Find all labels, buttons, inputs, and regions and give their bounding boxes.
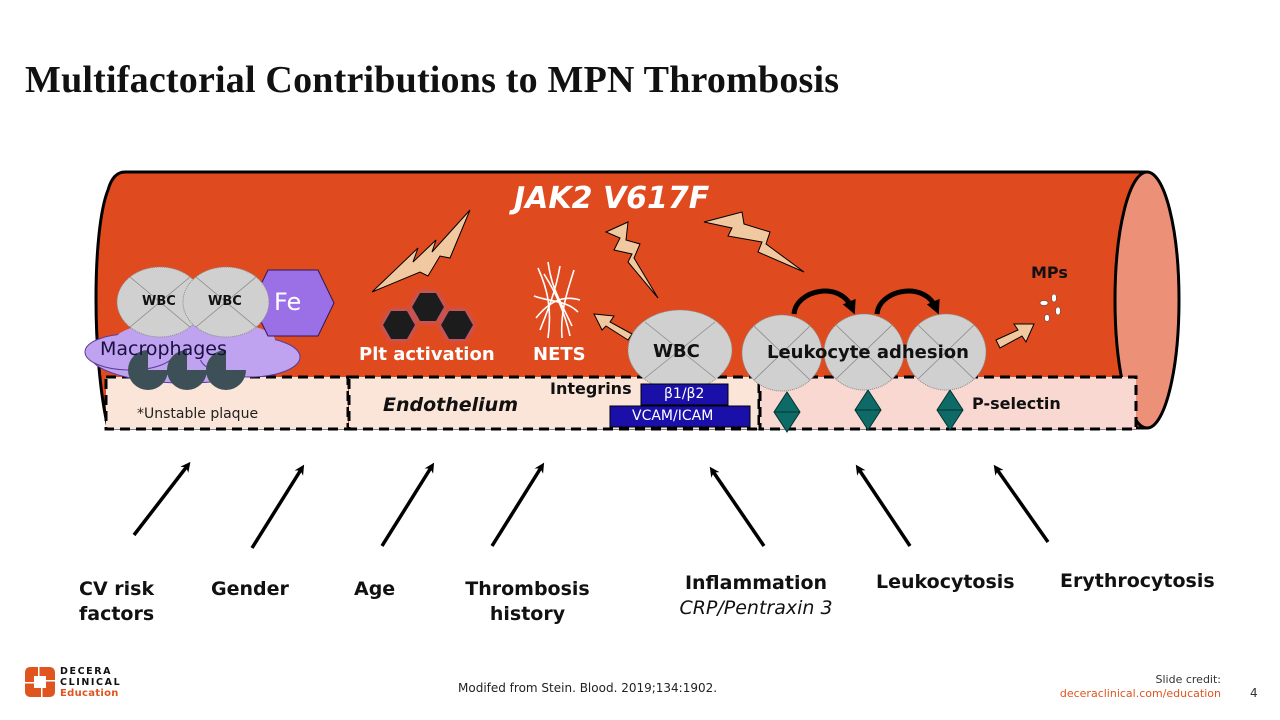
unstable-plaque-label: *Unstable plaque (137, 406, 259, 422)
arrow-leukocytosis-icon (855, 464, 912, 547)
arrow-to-mps-icon (995, 323, 1035, 349)
slide-credit: Slide credit: deceraclinical.com/educati… (1060, 673, 1221, 701)
mps-label: MPs (1031, 263, 1068, 282)
platelet-cluster-icon (383, 293, 473, 339)
arrow-erythrocytosis-icon (993, 464, 1050, 544)
credit-link[interactable]: deceraclinical.com/education (1059, 687, 1221, 700)
factor-line: history (489, 603, 566, 625)
rolling-arrow-icon (791, 288, 856, 315)
factor-line: Thrombosis (465, 578, 590, 600)
vessel-lumen-end (1113, 170, 1181, 430)
vcam-icam-label: VCAM/ICAM (632, 408, 714, 424)
factor-line: factors (79, 603, 155, 625)
factor-leukocytosis: Leukocytosis (876, 571, 1015, 593)
integrins-label: Integrins (550, 379, 632, 398)
arrow-cv-risk-icon (132, 461, 191, 537)
wbc-cell-middle (627, 309, 733, 391)
mutation-label: JAK2 V617F (514, 181, 710, 216)
nets-label: NETS (533, 344, 586, 365)
factor-age: Age (354, 578, 396, 600)
vcam-icam-box (609, 405, 751, 428)
arrow-age-icon (380, 462, 435, 547)
citation: Modifed from Stein. Blood. 2019;134:1902… (458, 681, 718, 695)
factor-inflammation: Inflammation CRP/Pentraxin 3 (666, 571, 846, 621)
arrow-wbc-to-nets-icon (593, 313, 633, 341)
arrow-thrombosis-icon (490, 462, 545, 547)
leukocyte-adhesion-label: Leukocyte adhesion (767, 342, 969, 363)
lightning-bolt-icon (703, 211, 805, 273)
credit-label: Slide credit: (1155, 673, 1222, 686)
nets-icon (533, 261, 581, 339)
microparticles-icon (1039, 293, 1061, 322)
slide-title: Multifactorial Contributions to MPN Thro… (25, 59, 840, 101)
wbc-cells-plaque (116, 266, 270, 338)
rolling-arrow-icon (874, 288, 940, 315)
lightning-bolt-icon (604, 221, 659, 299)
page-number: 4 (1250, 686, 1258, 700)
factor-erythrocytosis: Erythrocytosis (1060, 570, 1215, 592)
p-selectin-icon (773, 389, 964, 433)
logo-line: CLINICAL (60, 677, 122, 688)
logo-line: DECERA (60, 666, 113, 677)
factor-subtitle: CRP/Pentraxin 3 (679, 597, 833, 619)
integrin-beta-label: β1/β2 (664, 386, 705, 402)
factor-line: CV risk (79, 578, 155, 600)
factor-thrombosis-history: Thrombosis history (460, 577, 595, 627)
wbc-label: WBC (208, 294, 242, 309)
p-selectin-label: P-selectin (972, 394, 1061, 413)
wbc-middle-label: WBC (653, 341, 700, 362)
factor-line: Inflammation (684, 572, 828, 594)
decera-logo-icon (25, 667, 55, 697)
platelet-activation-label: Plt activation (359, 344, 495, 365)
plaque-cells-icon (128, 350, 246, 390)
iron-label: Fe (274, 288, 302, 316)
arrow-inflammation-icon (709, 466, 766, 547)
lightning-bolt-icon (371, 209, 471, 293)
decera-logo-text: DECERA CLINICAL Education (60, 666, 121, 699)
arrow-gender-icon (250, 464, 305, 549)
factor-gender: Gender (211, 578, 289, 600)
wbc-label: WBC (142, 294, 176, 309)
integrin-beta-box (640, 383, 729, 406)
endothelium-label: Endothelium (383, 394, 519, 416)
leukocyte-cells (741, 313, 987, 392)
logo-line: Education (60, 688, 119, 699)
factor-cv-risk: CV risk factors (79, 577, 154, 627)
macrophages-label: Macrophages (100, 338, 227, 360)
